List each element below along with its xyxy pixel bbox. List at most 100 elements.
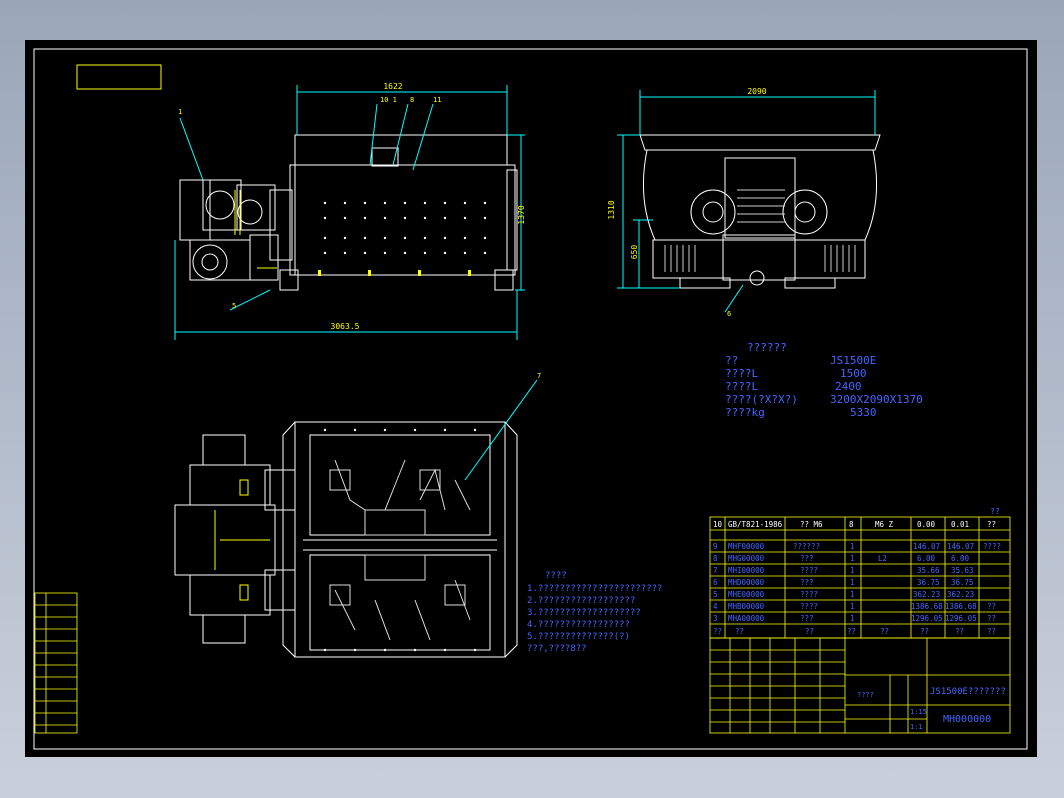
specs-heading: ??????	[747, 341, 787, 354]
bom-cell-code: MHG00000	[728, 554, 765, 563]
note-line: 2.??????????????????	[527, 596, 635, 606]
drawing-sheet: 1622 3063.5 1370 1 10 1 8 11 5	[25, 40, 1037, 757]
bom-row: 9 MHF00000 ?????? 1 146.07 146.07 ????	[713, 542, 1001, 551]
callout-6: 6	[727, 310, 731, 318]
bom-cell-qty: 1	[850, 554, 855, 563]
bom-cell-name: ??????	[793, 542, 820, 551]
bom-cell-note: ??	[987, 614, 996, 623]
technical-notes: ???? 1.??????????????????????? 2.???????…	[527, 571, 662, 654]
bom-cell-code: MHB00000	[728, 602, 765, 611]
bom-cell-total-weight: 36.75	[951, 578, 974, 587]
bom-cell-no: 7	[713, 566, 718, 575]
bom-cell-note: ??	[987, 520, 996, 529]
dim-end-inner-height: 650	[630, 245, 639, 260]
bom-cell-code: MHD00000	[728, 578, 765, 587]
bom-cell-total-weight: 35.63	[951, 566, 974, 575]
note-line: 5.??????????????(?)	[527, 632, 630, 642]
end-view	[639, 134, 881, 289]
bom-cell-code: MHE00000	[728, 590, 765, 599]
bolt-pattern	[323, 201, 487, 255]
bom-cell-qty: 1	[850, 542, 855, 551]
callout-1: 1	[178, 108, 182, 116]
bom-cell-unit-weight: 362.23	[913, 590, 940, 599]
bom-cell-material: M6 Z	[875, 520, 894, 529]
specs-block: ?????? ?? JS1500E ????L 1500 ????L 2400 …	[725, 341, 923, 419]
end-dimension-text: 2090 1310 650 6	[607, 87, 767, 318]
spec-value-2: 2400	[835, 380, 862, 393]
scale-label: ????	[857, 691, 874, 699]
dim-end-width: 2090	[747, 87, 766, 96]
bom-header-mark: ??	[990, 507, 1000, 516]
notes-heading: ????	[545, 571, 567, 581]
bom-cell-unit-weight: 36.75	[917, 578, 940, 587]
title-block: JS1500E??????? MH000000 ???? 1:15 1:1	[857, 687, 1006, 731]
bom-cell-note: ??	[987, 627, 996, 636]
bom-cell-name: ???	[800, 578, 814, 587]
bom-cell-no: ??	[713, 627, 722, 636]
bom-row: 6 MHD00000 ??? 1 36.75 36.75	[713, 578, 974, 587]
bom-rows: 10 GB/T821-1986 ?? M6 8 M6 Z 0.00 0.01 ?…	[713, 520, 1001, 636]
callout-11: 11	[433, 96, 441, 104]
bom-cell-name: ?? M6	[800, 520, 823, 529]
bom-cell-total-weight: 146.07	[947, 542, 974, 551]
bom-cell-code: MHA00000	[728, 614, 765, 623]
bom-cell-name: ????	[800, 590, 818, 599]
bom-cell-qty: 1	[850, 614, 855, 623]
bom-cell-no: 6	[713, 578, 718, 587]
bom-cell-total-weight: 362.23	[947, 590, 974, 599]
mount-bolts	[318, 270, 471, 276]
bom-cell-unit-weight: 35.66	[917, 566, 940, 575]
drawing-name: JS1500E???????	[930, 687, 1006, 697]
frame-label-box	[76, 64, 162, 90]
bom-header-row: ?? ?? ?? ?? ?? ?? ?? ??	[713, 627, 996, 636]
drawing-border	[33, 48, 1028, 750]
sheet-count: 1:1	[910, 723, 923, 731]
bom-cell-name: ???	[800, 614, 814, 623]
bom-cell-unit-weight: 1386.68	[911, 602, 943, 611]
cad-drawing: 1622 3063.5 1370 1 10 1 8 11 5	[33, 48, 1028, 750]
bom-cell-unit-weight: ??	[920, 627, 929, 636]
bom-row: 5 MHE00000 ???? 1 362.23 362.23	[713, 590, 974, 599]
spec-label-0: ??	[725, 354, 738, 367]
bom-cell-name: ??	[805, 627, 814, 636]
bom-cell-code: MHF00000	[728, 542, 765, 551]
callout-10-1: 10 1	[380, 96, 397, 104]
spec-value-4: 5330	[850, 406, 877, 419]
bom-cell-no: 8	[713, 554, 718, 563]
bom-table-grid	[709, 516, 1011, 734]
bom-cell-unit-weight: 0.00	[917, 520, 936, 529]
spec-label-1: ????L	[725, 367, 758, 380]
note-line: ???,????8??	[527, 644, 587, 654]
dim-side-length: 1622	[383, 82, 402, 91]
side-dimension-text: 1622 3063.5 1370	[331, 82, 526, 331]
spec-value-1: 1500	[840, 367, 867, 380]
bom-row: 10 GB/T821-1986 ?? M6 8 M6 Z 0.00 0.01 ?…	[713, 520, 996, 529]
bom-row: 4 MHB00000 ???? 1 1386.68 1386.68 ??	[713, 602, 996, 611]
bom-cell-total-weight: ??	[955, 627, 964, 636]
dim-overall-length: 3063.5	[331, 322, 360, 331]
bom-cell-qty: 1	[850, 590, 855, 599]
bom-row: 8 MHG00000 ??? 1 L2 6.00 6.00	[713, 554, 970, 563]
bom-cell-total-weight: 0.01	[951, 520, 969, 529]
spec-label-3: ????(?X?X?)	[725, 393, 798, 406]
bom-cell-qty: ??	[847, 627, 856, 636]
bom-cell-note: ??	[987, 602, 996, 611]
bom-cell-material: L2	[878, 554, 887, 563]
bom-cell-qty: 1	[850, 578, 855, 587]
callout-7: 7	[537, 372, 541, 380]
bom-cell-name: ????	[800, 566, 818, 575]
bom-cell-no: 3	[713, 614, 718, 623]
bom-cell-total-weight: 1386.68	[945, 602, 977, 611]
bom-cell-unit-weight: 146.07	[913, 542, 940, 551]
callout-7-leader	[464, 379, 538, 481]
note-line: 1.???????????????????????	[527, 584, 662, 594]
side-view	[179, 134, 518, 291]
bom-cell-code: ??	[735, 627, 744, 636]
dim-end-height: 1310	[607, 200, 616, 219]
bom-cell-total-weight: 1296.05	[945, 614, 977, 623]
bom-cell-qty: 8	[849, 520, 854, 529]
bom-cell-no: 10	[713, 520, 723, 529]
side-callouts: 1 10 1 8 11 5	[178, 96, 441, 310]
side-dimensions	[174, 85, 525, 340]
bom-cell-name: ???	[800, 554, 814, 563]
